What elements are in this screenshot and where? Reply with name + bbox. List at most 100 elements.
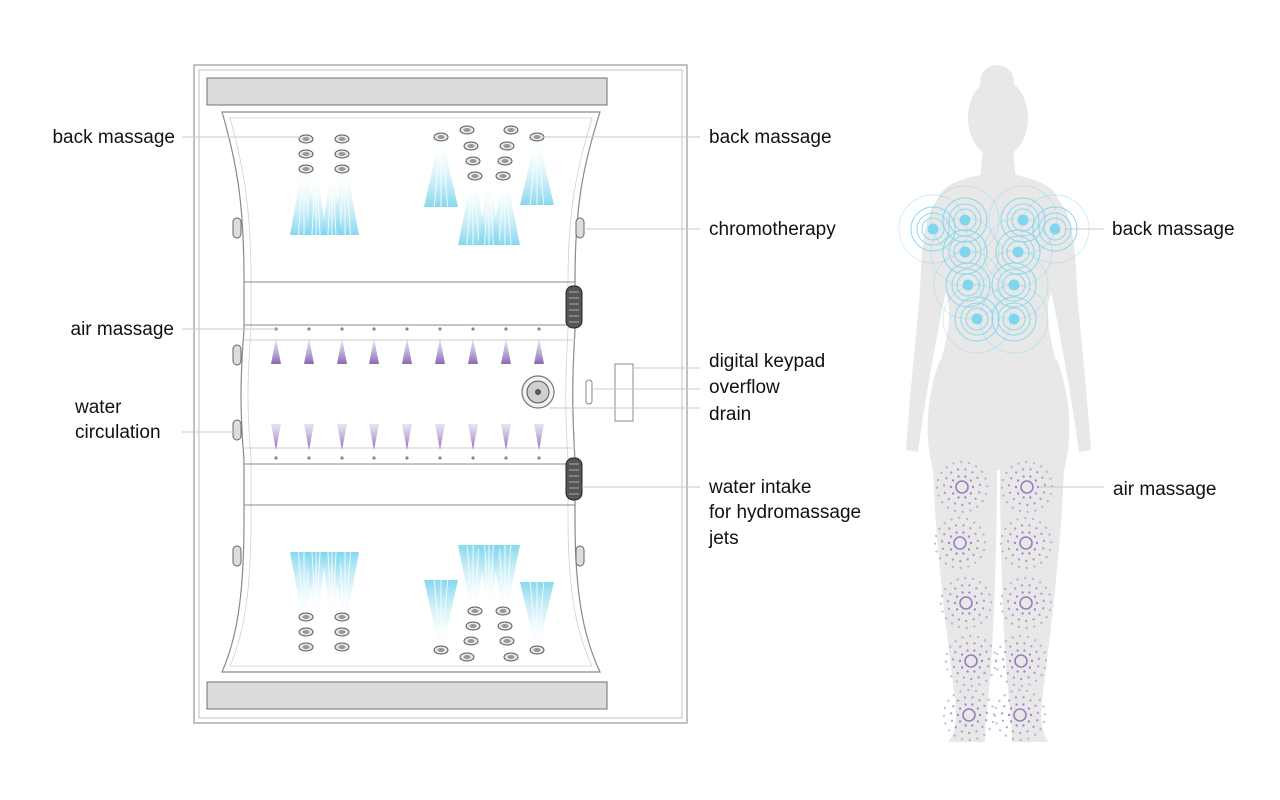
air-massage-dot bbox=[1010, 690, 1013, 693]
label-body-air-massage: air massage bbox=[1113, 479, 1217, 500]
air-massage-dot bbox=[1019, 738, 1022, 742]
air-massage-dot bbox=[1004, 639, 1007, 643]
air-massage-dot bbox=[1021, 612, 1024, 615]
air-massage-dot bbox=[1011, 506, 1015, 509]
neck bbox=[980, 150, 1016, 178]
air-massage-dot bbox=[1010, 653, 1014, 656]
back-massage-ring bbox=[1002, 307, 1026, 331]
air-massage-ring bbox=[1014, 654, 1028, 668]
air-massage-dot bbox=[951, 658, 955, 661]
air-massage-dot bbox=[962, 552, 965, 555]
air-massage-dot bbox=[966, 558, 969, 561]
air-massage-ring bbox=[1019, 536, 1033, 550]
air-massage-dot bbox=[943, 491, 947, 495]
air-massage-dot bbox=[964, 468, 967, 471]
air-massage-dot bbox=[1020, 677, 1023, 681]
air-massage-dot bbox=[1035, 719, 1039, 722]
air-massage-dot bbox=[1011, 554, 1014, 557]
air-massage-dot bbox=[1028, 584, 1031, 587]
back-massage-center bbox=[1049, 223, 1061, 235]
air-massage-dot bbox=[969, 492, 973, 495]
air-massage-dot bbox=[956, 713, 960, 717]
air-jet-plume bbox=[402, 424, 412, 450]
air-massage-dot bbox=[1022, 703, 1025, 706]
air-massage-dot bbox=[956, 672, 959, 675]
air-massage-dot bbox=[1041, 607, 1045, 610]
air-massage-dot bbox=[967, 688, 970, 692]
air-massage-dot bbox=[955, 552, 958, 555]
air-massage-dot bbox=[994, 660, 998, 663]
air-massage-dot bbox=[955, 595, 959, 598]
air-massage-dot bbox=[987, 657, 991, 661]
air-massage-dot bbox=[949, 548, 953, 551]
jet-nozzle-core bbox=[302, 630, 310, 634]
label-air-massage-left: air massage bbox=[71, 319, 175, 340]
air-massage-dot bbox=[1016, 649, 1019, 652]
air-massage-dot bbox=[961, 503, 964, 507]
air-massage-dot bbox=[1013, 541, 1017, 545]
air-massage-dot bbox=[1016, 479, 1020, 482]
air-massage-dot bbox=[962, 683, 966, 687]
air-massage-dot bbox=[954, 639, 957, 643]
air-massage-dot bbox=[1004, 557, 1008, 560]
air-massage-dot bbox=[1038, 553, 1041, 557]
label-water-intake-line3: jets bbox=[708, 528, 739, 549]
air-massage-dot bbox=[1025, 566, 1028, 570]
air-massage-dot bbox=[1016, 670, 1019, 673]
air-jet-plume bbox=[435, 424, 445, 450]
air-massage-dot bbox=[1048, 548, 1052, 552]
air-massage-dot bbox=[949, 712, 953, 715]
air-massage-dot bbox=[1042, 599, 1046, 603]
air-massage-dot bbox=[1021, 591, 1024, 594]
air-massage-ring bbox=[953, 536, 967, 550]
air-massage-dot bbox=[1033, 535, 1037, 538]
headrest-bottom bbox=[206, 681, 608, 710]
air-massage-ring bbox=[962, 708, 976, 722]
air-massage-dot bbox=[950, 622, 954, 625]
air-massage-dot bbox=[1007, 713, 1011, 717]
label-water-intake-line1: water intake bbox=[708, 477, 811, 498]
air-jet-dot bbox=[372, 456, 376, 460]
hips bbox=[927, 360, 1070, 470]
air-massage-dot bbox=[985, 711, 989, 715]
air-massage-dot bbox=[951, 558, 955, 561]
air-massage-dot bbox=[1018, 502, 1022, 505]
air-massage-dot bbox=[946, 668, 949, 671]
air-massage-dot bbox=[1045, 470, 1049, 473]
labels: back massage back massage chromotherapy … bbox=[52, 127, 1234, 549]
air-massage-dot bbox=[964, 576, 967, 580]
air-massage-dot bbox=[1010, 666, 1014, 669]
air-massage-dot bbox=[1035, 527, 1038, 530]
air-massage-dot bbox=[1000, 534, 1004, 538]
air-massage-dot bbox=[996, 668, 999, 671]
air-massage-dot bbox=[960, 666, 964, 669]
spray-streak bbox=[332, 551, 337, 608]
label-water-circulation-line1: water bbox=[74, 397, 122, 418]
air-massage-dot bbox=[1034, 492, 1038, 495]
air-massage-dot bbox=[984, 492, 988, 496]
air-massage-dot bbox=[1049, 492, 1053, 496]
air-massage-dot bbox=[1011, 614, 1014, 617]
air-massage-dot bbox=[956, 468, 960, 471]
spray-streak bbox=[297, 174, 304, 236]
air-massage-dot bbox=[973, 642, 976, 645]
air-massage-dot bbox=[1035, 587, 1038, 590]
air-massage-dot bbox=[952, 693, 955, 697]
air-massage-dot bbox=[1011, 636, 1014, 639]
air-massage-dot bbox=[1032, 725, 1035, 729]
air-massage-dot bbox=[976, 539, 980, 543]
air-massage-dot bbox=[944, 562, 948, 565]
jet-nozzle-core bbox=[463, 655, 471, 659]
jet-nozzle-core bbox=[302, 152, 310, 156]
air-massage-dot bbox=[947, 699, 950, 703]
jet-nozzle-core bbox=[338, 645, 346, 649]
air-massage-dot bbox=[1004, 734, 1008, 737]
air-massage-dot bbox=[1021, 468, 1025, 471]
air-massage-dot bbox=[1009, 645, 1012, 648]
air-massage-dot bbox=[1043, 651, 1046, 654]
air-massage-dot bbox=[1028, 524, 1031, 527]
air-massage-dot bbox=[974, 465, 978, 468]
back-massage-ring bbox=[948, 235, 982, 269]
air-massage-dot bbox=[960, 737, 964, 741]
bathtub bbox=[193, 64, 688, 724]
